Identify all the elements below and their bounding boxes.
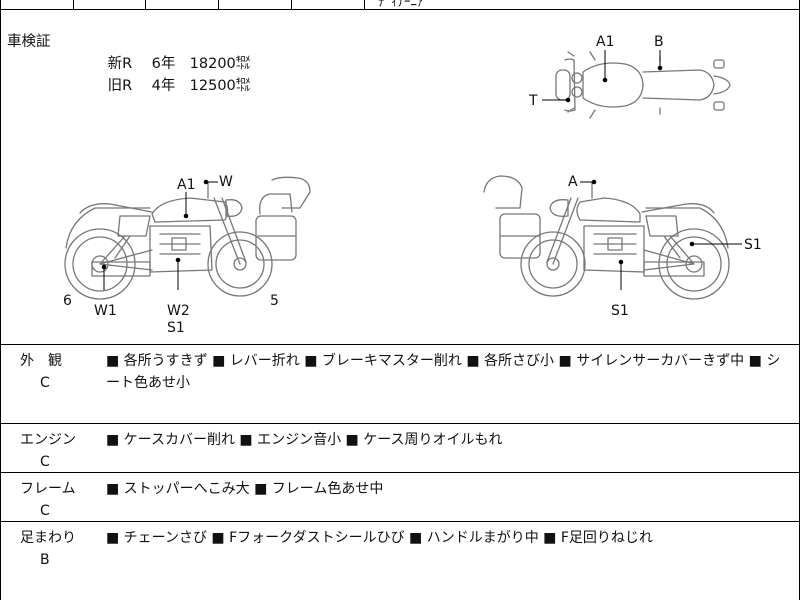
callout-left-s1: S1 — [167, 320, 185, 336]
inspection-name: 新R — [107, 56, 133, 72]
section-divider — [0, 472, 800, 473]
condition-name: 外 観 — [20, 353, 62, 369]
condition-text: ■ チェーンさび ■ Fフォークダストシールひび ■ ハンドルまがり中 ■ F足… — [106, 530, 653, 546]
condition-label: 外 観 C — [20, 350, 100, 394]
condition-text: ■ ケースカバー削れ ■ エンジン音小 ■ ケース周りオイルもれ — [106, 432, 503, 448]
sheet-border-left — [0, 0, 1, 600]
condition-name: フレーム — [20, 481, 76, 497]
motorcycle-left-view — [64, 176, 311, 300]
callout-right-s1-bottom: S1 — [611, 303, 629, 319]
condition-grade: C — [40, 503, 50, 519]
motorcycle-top-view — [555, 51, 731, 119]
table-divider — [218, 0, 219, 9]
condition-name: エンジン — [20, 432, 76, 448]
inspection-distance: 18200㌖ — [189, 56, 251, 72]
callout-top-a1: A1 — [596, 34, 615, 50]
inspection-years: 4年 — [151, 78, 176, 94]
callout-left-6: 6 — [63, 293, 72, 309]
condition-row-frame: フレーム C ■ ストッパーへこみ大 ■ フレーム色あせ中 — [0, 472, 800, 521]
condition-grade: C — [40, 454, 50, 470]
inspection-label: 車検証 — [7, 34, 51, 50]
condition-row-engine: エンジン C ■ ケースカバー削れ ■ エンジン音小 ■ ケース周りオイルもれ — [0, 423, 800, 472]
callout-left-5: 5 — [270, 293, 279, 309]
condition-row-exterior: 外 観 C ■ 各所うすきず ■ レバー折れ ■ ブレーキマスター削れ ■ 各所… — [0, 344, 800, 423]
condition-grade: C — [40, 375, 50, 391]
callout-top-b: B — [654, 34, 664, 50]
top-cell-fragment: ﾃﾞｨﾅｰﾆｱ — [378, 0, 424, 10]
top-table-row: ﾃﾞｨﾅｰﾆｱ — [0, 0, 800, 10]
motorcycle-right-view — [483, 175, 730, 300]
inspection-row-new: 新R 6年 18200㌖ — [80, 31, 251, 97]
condition-text: ■ 各所うすきず ■ レバー折れ ■ ブレーキマスター削れ ■ 各所さび小 ■ … — [106, 353, 781, 391]
section-divider — [0, 521, 800, 522]
table-divider — [291, 0, 292, 9]
callout-leaders — [101, 50, 742, 290]
condition-label: エンジン C — [20, 429, 100, 473]
callout-left-w1: W1 — [94, 303, 117, 319]
callout-left-w: W — [219, 174, 233, 190]
condition-label: 足まわり B — [20, 527, 100, 571]
section-divider — [0, 423, 800, 424]
condition-text: ■ ストッパーへこみ大 ■ フレーム色あせ中 — [106, 481, 384, 497]
table-divider — [73, 0, 74, 9]
callout-right-a: A — [568, 174, 578, 190]
condition-row-suspension: 足まわり B ■ チェーンさび ■ Fフォークダストシールひび ■ ハンドルまが… — [0, 521, 800, 600]
callout-top-t: T — [529, 93, 538, 109]
callout-right-s1-side: S1 — [744, 237, 762, 253]
condition-name: 足まわり — [20, 530, 76, 546]
table-divider — [364, 0, 365, 9]
table-bottom-line — [0, 9, 800, 10]
callout-left-a1: A1 — [177, 177, 196, 193]
inspection-row-old: 旧R 4年 12500㌖ — [80, 53, 251, 119]
motorcycle-diagrams — [64, 50, 742, 300]
condition-grade: B — [40, 552, 50, 568]
inspection-distance: 12500㌖ — [189, 78, 251, 94]
inspection-name: 旧R — [107, 78, 133, 94]
damage-diagram-area: A1 B T A1 W 6 W1 W2 S1 5 A S1 S1 — [0, 10, 800, 344]
section-divider — [0, 344, 800, 345]
condition-label: フレーム C — [20, 478, 100, 522]
inspection-years: 6年 — [151, 56, 176, 72]
table-divider — [145, 0, 146, 9]
callout-left-w2: W2 — [167, 303, 190, 319]
